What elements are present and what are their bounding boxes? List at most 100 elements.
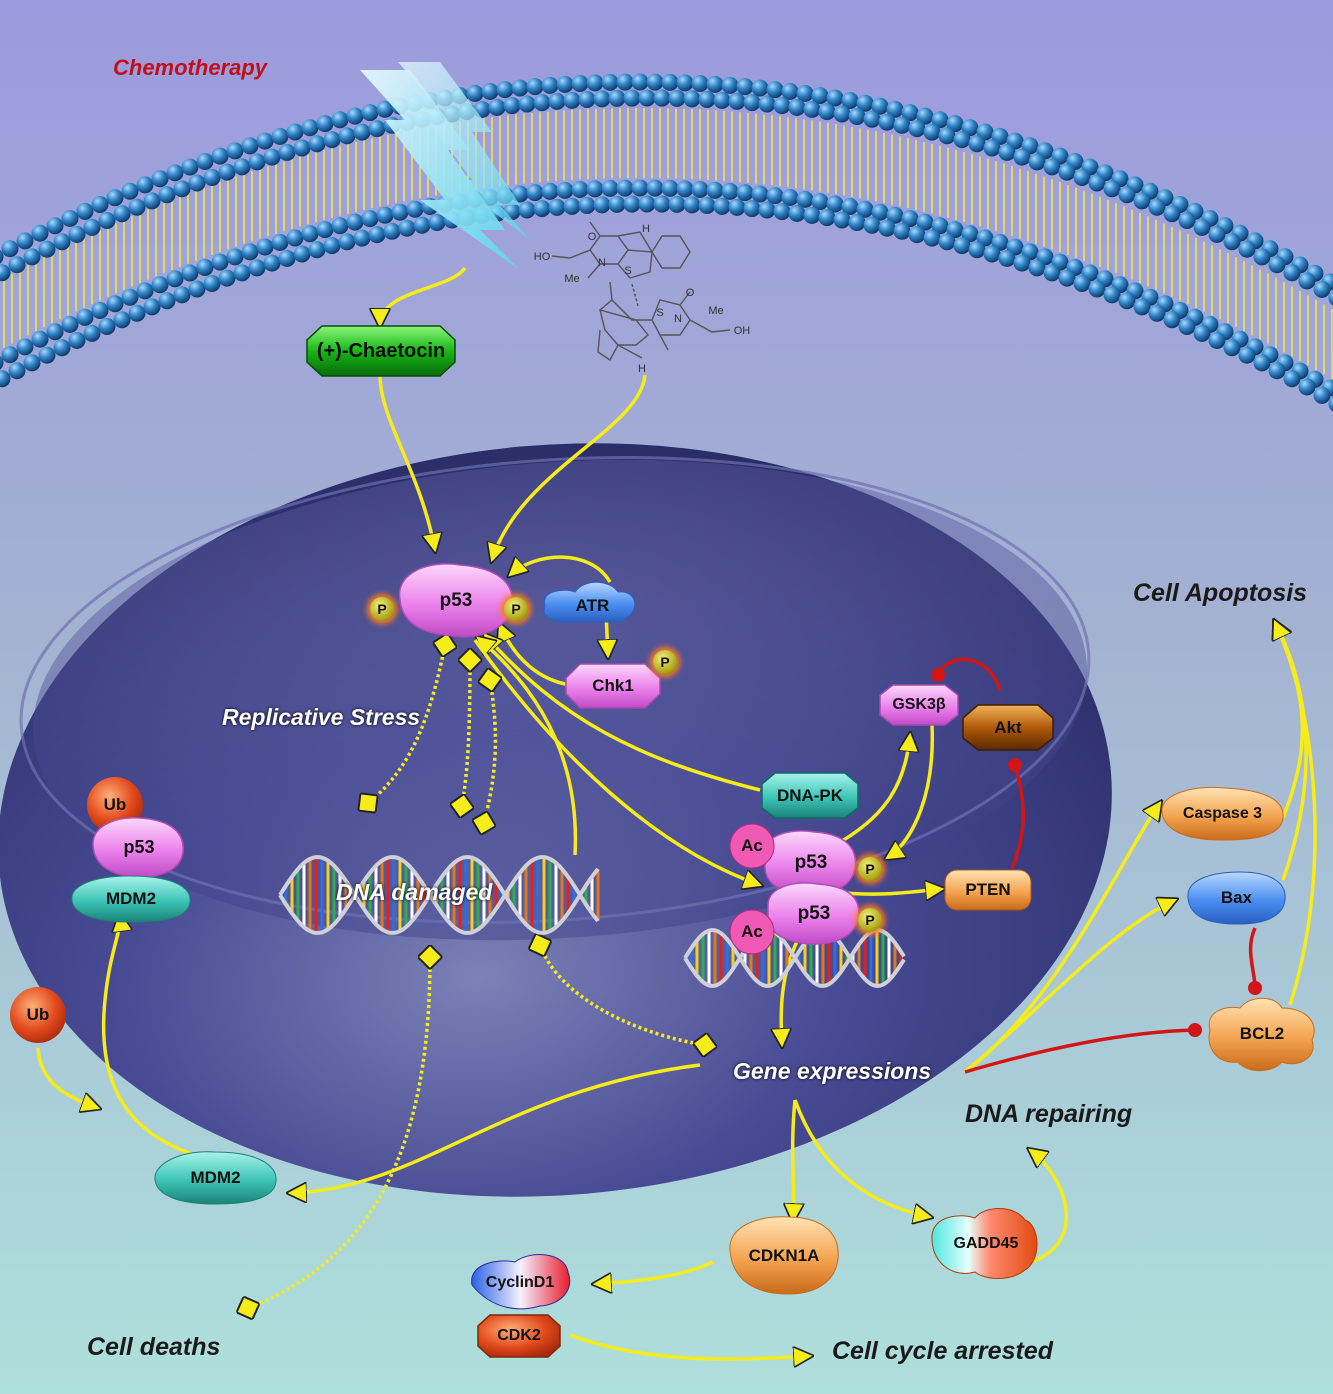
atr-node: ATR <box>575 596 610 615</box>
p53-top-node: p53 <box>439 590 473 611</box>
phospho-badge: P <box>858 908 882 932</box>
dnapk-octagon <box>761 772 859 819</box>
arrow-dnapk-to-p53 <box>485 635 761 792</box>
chaetocin-molecule <box>551 221 731 362</box>
mdm2-left-shape <box>71 875 191 923</box>
arrow-chaetocin-to-p53 <box>378 374 435 550</box>
phospho-badge: P <box>370 597 394 621</box>
mdm2-bottom-node: MDM2 <box>190 1168 241 1187</box>
caspase3-shape <box>1161 786 1284 841</box>
molecule-atom-label: O <box>685 287 695 299</box>
gadd45-shape <box>931 1208 1038 1279</box>
ub-top-node: Ub <box>103 795 127 814</box>
chaetocin-node: (+)-Chaetocin <box>316 339 446 362</box>
arrow-p53-to-gene <box>781 934 802 1045</box>
chk1-octagon <box>565 663 661 709</box>
phospho-badge: P <box>858 857 882 881</box>
gene-expressions-label: Gene expressions <box>733 1058 932 1084</box>
ac1-shape <box>729 823 775 869</box>
cdk2-node: CDK2 <box>497 1327 541 1344</box>
molecule-atom-label: HO <box>533 251 551 263</box>
arrow-p53-to-p53mid <box>473 638 760 885</box>
ac1-node: Ac <box>741 836 763 855</box>
cdkn1a-node: CDKN1A <box>748 1245 820 1265</box>
cell-deaths-label: Cell deaths <box>87 1333 221 1361</box>
arrow-mdm2-to-complex <box>102 915 211 1162</box>
arrow-cdkn1a-to-cyclind1 <box>595 1260 714 1284</box>
ac2-shape <box>729 909 775 955</box>
molecule-atom-label: OH <box>733 325 751 337</box>
arrow-bcl2-to-apoptosis <box>1275 622 1317 1006</box>
arrow-atr-to-p53 <box>510 555 612 583</box>
phospho-badge: P <box>653 650 677 674</box>
cdkn1a-shape <box>729 1216 839 1295</box>
atr-shape <box>543 581 636 623</box>
arrow-gene-to-bax <box>963 900 1175 1074</box>
akt-node: Akt <box>994 717 1022 737</box>
cell-cycle-arrested-label: Cell cycle arrested <box>832 1337 1053 1365</box>
arrow-chk1-to-p53 <box>500 625 571 687</box>
cell-apoptosis-label: Cell Apoptosis <box>1133 579 1308 607</box>
bcl2-node: BCL2 <box>1239 1024 1285 1043</box>
dna-repairing-label: DNA repairing <box>965 1100 1133 1128</box>
replicative-stress-label: Replicative Stress <box>222 704 421 730</box>
cell-membrane <box>0 73 1333 412</box>
ub-bottom-node: Ub <box>26 1005 50 1024</box>
arrow-ub-to-mdm2 <box>36 1047 98 1108</box>
gsk3b-node: GSK3β <box>892 696 946 713</box>
arrow-p53mid-to-gsk3b <box>834 735 910 847</box>
molecule-atom-label: O <box>587 231 597 243</box>
p53-mid1-node: p53 <box>794 852 828 873</box>
molecule-atom-label: N <box>674 313 682 325</box>
nucleus <box>0 443 1112 1197</box>
pten-node: PTEN <box>965 880 1011 899</box>
bax-node: Bax <box>1220 888 1253 907</box>
inhibit-gene-bcl2 <box>964 1023 1202 1074</box>
arrow-cdk2-to-arrest <box>569 1333 810 1359</box>
arrow-gadd45-to-repair <box>1019 1150 1068 1267</box>
chaetocin-octagon <box>306 325 456 377</box>
molecule-atom-label: Me <box>564 273 580 285</box>
molecule-atom-label: H <box>642 223 650 235</box>
ub-bottom-shape <box>10 987 66 1043</box>
arrow-gsk3b-to-p53mid <box>887 724 935 858</box>
chk1-node: Chk1 <box>592 676 634 695</box>
mdm2-left-node: MDM2 <box>105 889 157 908</box>
inhibit-pten-akt <box>1008 758 1025 869</box>
molecule-atom-label: S <box>624 265 632 277</box>
phospho-badge: P <box>504 597 528 621</box>
molecule-atom-label: S <box>656 307 664 319</box>
cyclind1-shape <box>471 1254 571 1310</box>
p53-left-node: p53 <box>123 836 155 857</box>
pten-shape <box>944 869 1032 911</box>
molecule-atom-label: Me <box>708 305 724 317</box>
bax-shape <box>1187 871 1286 925</box>
inhibit-akt-gsk3b <box>931 657 1002 691</box>
dnapk-node: DNA-PK <box>776 785 844 805</box>
gsk3b-octagon <box>879 684 959 726</box>
dna-damaged-label: DNA damaged <box>336 879 493 905</box>
arrow-gene-to-gadd45 <box>793 1099 930 1217</box>
dna-damaged-helix <box>278 855 600 935</box>
caspase3-node: Caspase 3 <box>1182 805 1263 822</box>
inhibition-layer <box>931 657 1262 1074</box>
bcl2-shape <box>1208 997 1315 1072</box>
arrow-chemo-to-chaetocin <box>380 266 467 325</box>
ac2-node: Ac <box>741 922 763 941</box>
molecule-atom-label: H <box>638 363 646 375</box>
cdk2-octagon <box>477 1314 561 1358</box>
arrow-gene-to-cdkn1a <box>793 1099 795 1220</box>
p53-left-shape <box>92 816 184 878</box>
inhibit-bax-bcl2 <box>1248 927 1262 995</box>
arrow-molecule-to-p53 <box>492 374 647 560</box>
arrow-dna-to-p53 <box>478 638 578 856</box>
dotted-arrow-layer <box>248 645 705 1308</box>
gadd45-node: GADD45 <box>953 1235 1019 1252</box>
lightning-bolt-icon <box>360 62 530 270</box>
p53-mid2-node: p53 <box>797 903 831 924</box>
cyclind1-node: CyclinD1 <box>485 1274 555 1291</box>
akt-octagon <box>962 704 1054 751</box>
molecule-atom-label: N <box>598 257 606 269</box>
